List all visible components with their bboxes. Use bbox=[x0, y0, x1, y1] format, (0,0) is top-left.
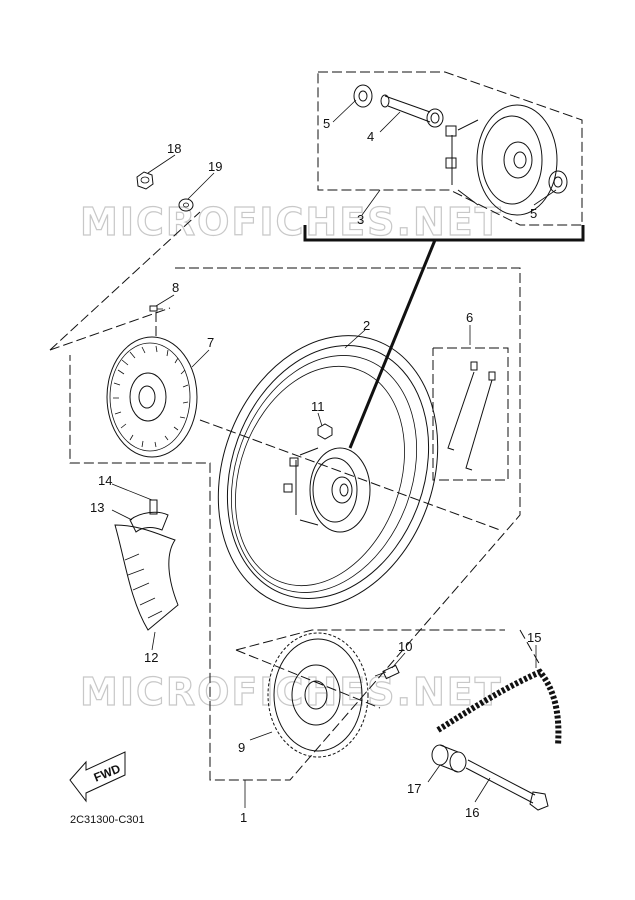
washer[interactable] bbox=[178, 198, 194, 212]
callout-11: 11 bbox=[311, 399, 325, 414]
tire[interactable] bbox=[114, 524, 179, 631]
forward-direction-arrow: FWD bbox=[69, 751, 126, 803]
inset-connector-line bbox=[348, 239, 437, 449]
callout-numbers: 1 2 3 4 5 5 6 7 8 9 10 11 12 13 14 15 16… bbox=[90, 116, 541, 825]
collar[interactable] bbox=[431, 744, 467, 773]
callout-10: 10 bbox=[398, 639, 412, 654]
callout-19: 19 bbox=[208, 159, 222, 174]
callout-17: 17 bbox=[407, 781, 421, 796]
watermark-top: MICROFICHES.NET bbox=[80, 200, 503, 244]
callout-2: 2 bbox=[363, 318, 370, 333]
callout-18: 18 bbox=[167, 141, 181, 156]
callout-6: 6 bbox=[466, 310, 473, 325]
callout-9: 9 bbox=[238, 740, 245, 755]
disc-bolt[interactable] bbox=[149, 305, 163, 312]
callout-8: 8 bbox=[172, 280, 179, 295]
callout-4: 4 bbox=[367, 129, 374, 144]
brake-disc[interactable] bbox=[106, 336, 198, 458]
wheel-rim[interactable] bbox=[181, 305, 474, 640]
inner-tube[interactable] bbox=[129, 499, 169, 533]
spoke-set[interactable] bbox=[432, 347, 509, 481]
watermark-bottom: MICROFICHES.NET bbox=[80, 670, 503, 714]
callout-5a: 5 bbox=[323, 116, 330, 131]
callout-7: 7 bbox=[207, 335, 214, 350]
leader-lines bbox=[111, 99, 557, 808]
hub-nut[interactable] bbox=[317, 423, 333, 440]
callout-15: 15 bbox=[527, 630, 541, 645]
callout-13: 13 bbox=[90, 500, 104, 515]
axle-shaft[interactable] bbox=[465, 759, 549, 811]
hub-assembly-inset[interactable] bbox=[303, 71, 585, 242]
axle-nut[interactable] bbox=[136, 171, 154, 190]
callout-16: 16 bbox=[465, 805, 479, 820]
callout-1: 1 bbox=[240, 810, 247, 825]
callout-3: 3 bbox=[357, 212, 364, 227]
wheel-hub[interactable] bbox=[283, 447, 371, 533]
main-assembly-boundary bbox=[49, 211, 521, 781]
figure-code: 2C31300-C301 bbox=[70, 814, 145, 826]
sprocket[interactable] bbox=[267, 632, 369, 758]
callout-14: 14 bbox=[98, 473, 112, 488]
sprocket-bolt[interactable] bbox=[374, 664, 400, 680]
callout-5b: 5 bbox=[530, 206, 537, 221]
callout-12: 12 bbox=[144, 650, 158, 665]
drive-chain[interactable] bbox=[436, 668, 562, 746]
